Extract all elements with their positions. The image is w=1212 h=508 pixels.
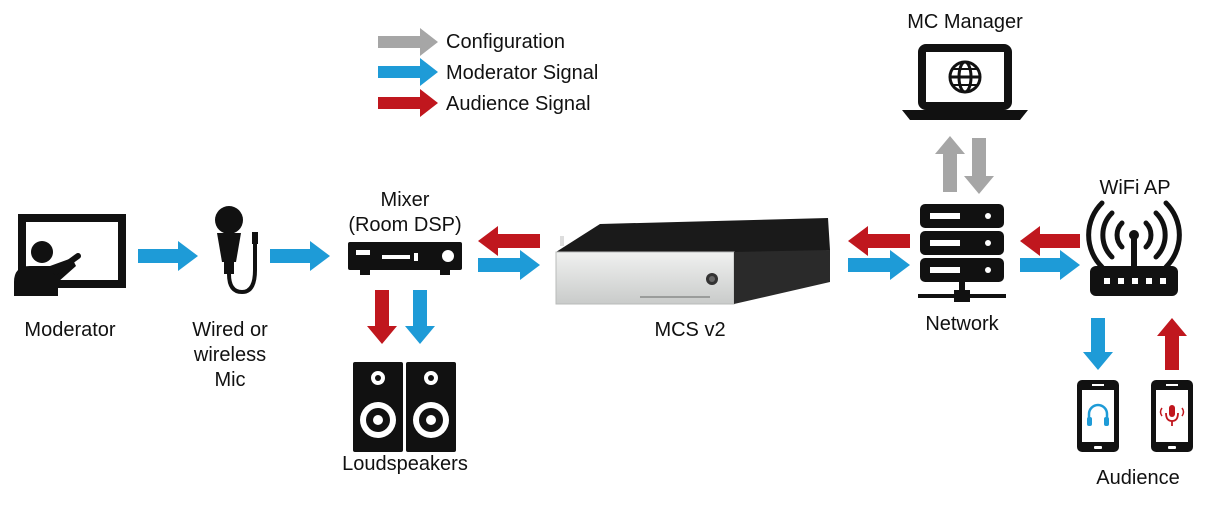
network-label: Network: [925, 313, 999, 335]
wifi-to-network-audience-arrow: [1020, 226, 1080, 256]
legend-configuration-label: Configuration: [446, 31, 565, 53]
mic-to-mixer-arrow: [270, 241, 330, 271]
mcs-to-network-moderator-arrow: [848, 250, 910, 280]
mixer-label-line2: (Room DSP): [348, 214, 462, 236]
manager-to-network-config-arrow: [964, 138, 994, 194]
loudspeakers-label: Loudspeakers: [342, 453, 468, 475]
mixer-to-mcs-moderator-arrow: [478, 250, 540, 280]
speaker-pair-icon: [353, 362, 456, 452]
legend-audience-arrow: [378, 89, 438, 117]
moderator-label: Moderator: [24, 319, 116, 341]
presenter-board-icon: [14, 214, 126, 296]
mc-manager-label: MC Manager: [907, 11, 1023, 33]
mcs-label: MCS v2: [654, 319, 726, 341]
mixer-label: Mixer (Room DSP): [330, 188, 480, 238]
legend-moderator-arrow: [378, 58, 438, 86]
microphone-icon: [215, 206, 258, 295]
network-to-mcs-audience-arrow: [848, 226, 910, 256]
audience-label: Audience: [1096, 467, 1180, 489]
smartphone-icon: [1077, 380, 1119, 452]
microphone-speaking-icon: [1159, 405, 1185, 426]
headphones-icon: [1087, 403, 1109, 426]
moderator-to-mic-arrow: [138, 241, 198, 271]
mixer-to-speakers-moderator-arrow: [405, 290, 435, 344]
mic-label-line1: Wired or: [192, 319, 268, 341]
legend-audience-label: Audience Signal: [446, 93, 591, 115]
network-to-wifi-moderator-arrow: [1020, 250, 1080, 280]
wifi-to-listener-moderator-arrow: [1083, 318, 1113, 370]
mic-label-line3: Mic: [214, 369, 246, 391]
legend-configuration-arrow: [378, 28, 438, 56]
speaker-to-wifi-audience-arrow: [1157, 318, 1187, 370]
mixer-label-line1: Mixer: [380, 189, 430, 211]
network-to-manager-config-arrow: [935, 136, 965, 192]
mic-label-line2: wireless: [193, 344, 267, 366]
wifi-router-icon: [1086, 200, 1182, 296]
mcs-to-mixer-audience-arrow: [478, 226, 540, 256]
server-stack-icon: [918, 204, 1006, 302]
mixer-to-speakers-audience-arrow: [367, 290, 397, 344]
mcs-device-icon: [555, 218, 830, 305]
legend-moderator-label: Moderator Signal: [446, 62, 599, 84]
wifi-ap-label: WiFi AP: [1099, 177, 1171, 199]
mixer-icon: [348, 242, 462, 275]
mic-label: Wired or wireless Mic: [170, 318, 290, 393]
laptop-globe-icon: [902, 44, 1028, 120]
legend: [378, 28, 438, 117]
